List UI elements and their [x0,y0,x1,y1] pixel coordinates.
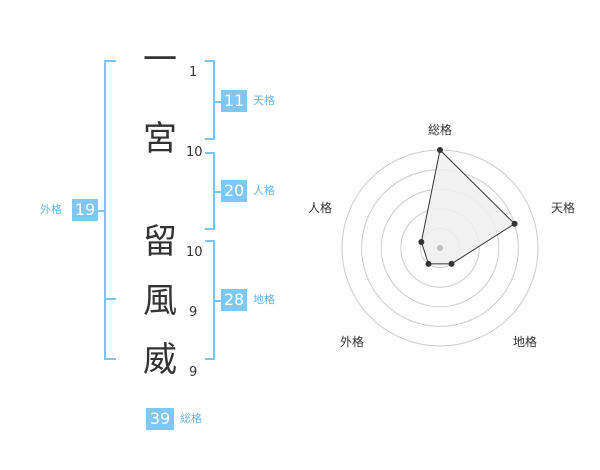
gaikaku-value: 19 [72,199,98,221]
name-char-2: 宮 [143,119,177,159]
chikaku-connector [214,300,221,302]
stroke-count-1: 1 [189,65,198,80]
chikaku-value: 28 [221,289,247,311]
name-char-4: 風 [143,281,177,321]
tenkaku-connector [214,101,221,103]
name-char-3: 留 [143,222,177,262]
radar-point-0 [437,147,443,153]
stroke-count-3: 10 [186,245,203,260]
stroke-count-5: 9 [189,365,198,380]
gaikaku-connector [97,210,105,212]
soukaku-divider [104,298,116,300]
radar-label-soukaku: 総格 [428,122,452,137]
radar-point-3 [425,260,432,267]
soukaku-value: 39 [146,408,174,430]
tenkaku-value: 11 [221,90,247,112]
tenkaku-bracket [205,60,215,140]
name-char-5: 威 [143,340,177,380]
radar-shape [420,148,516,265]
radar-point-2 [448,260,455,267]
radar-label-gaikaku: 外格 [340,334,364,349]
gaikaku-label: 外格 [40,203,62,216]
radar-center-dot [437,245,443,251]
jinkaku-connector [214,191,221,193]
stroke-count-2: 10 [186,145,203,160]
jinkaku-label: 人格 [253,184,275,197]
chikaku-label: 地格 [253,293,275,306]
radar-points [418,147,518,267]
name-char-1: 一 [143,40,177,80]
tenkaku-label: 天格 [253,94,275,107]
stroke-count-4: 9 [189,305,198,320]
radar-label-jinkaku: 人格 [308,200,332,215]
radar-label-chikaku: 地格 [513,334,537,349]
radar-point-4 [418,238,425,245]
gaikaku-bracket [104,60,116,360]
jinkaku-value: 20 [221,180,247,202]
radar-label-tenkaku: 天格 [551,200,575,215]
soukaku-label: 総格 [180,412,202,425]
radar-point-1 [511,220,518,227]
